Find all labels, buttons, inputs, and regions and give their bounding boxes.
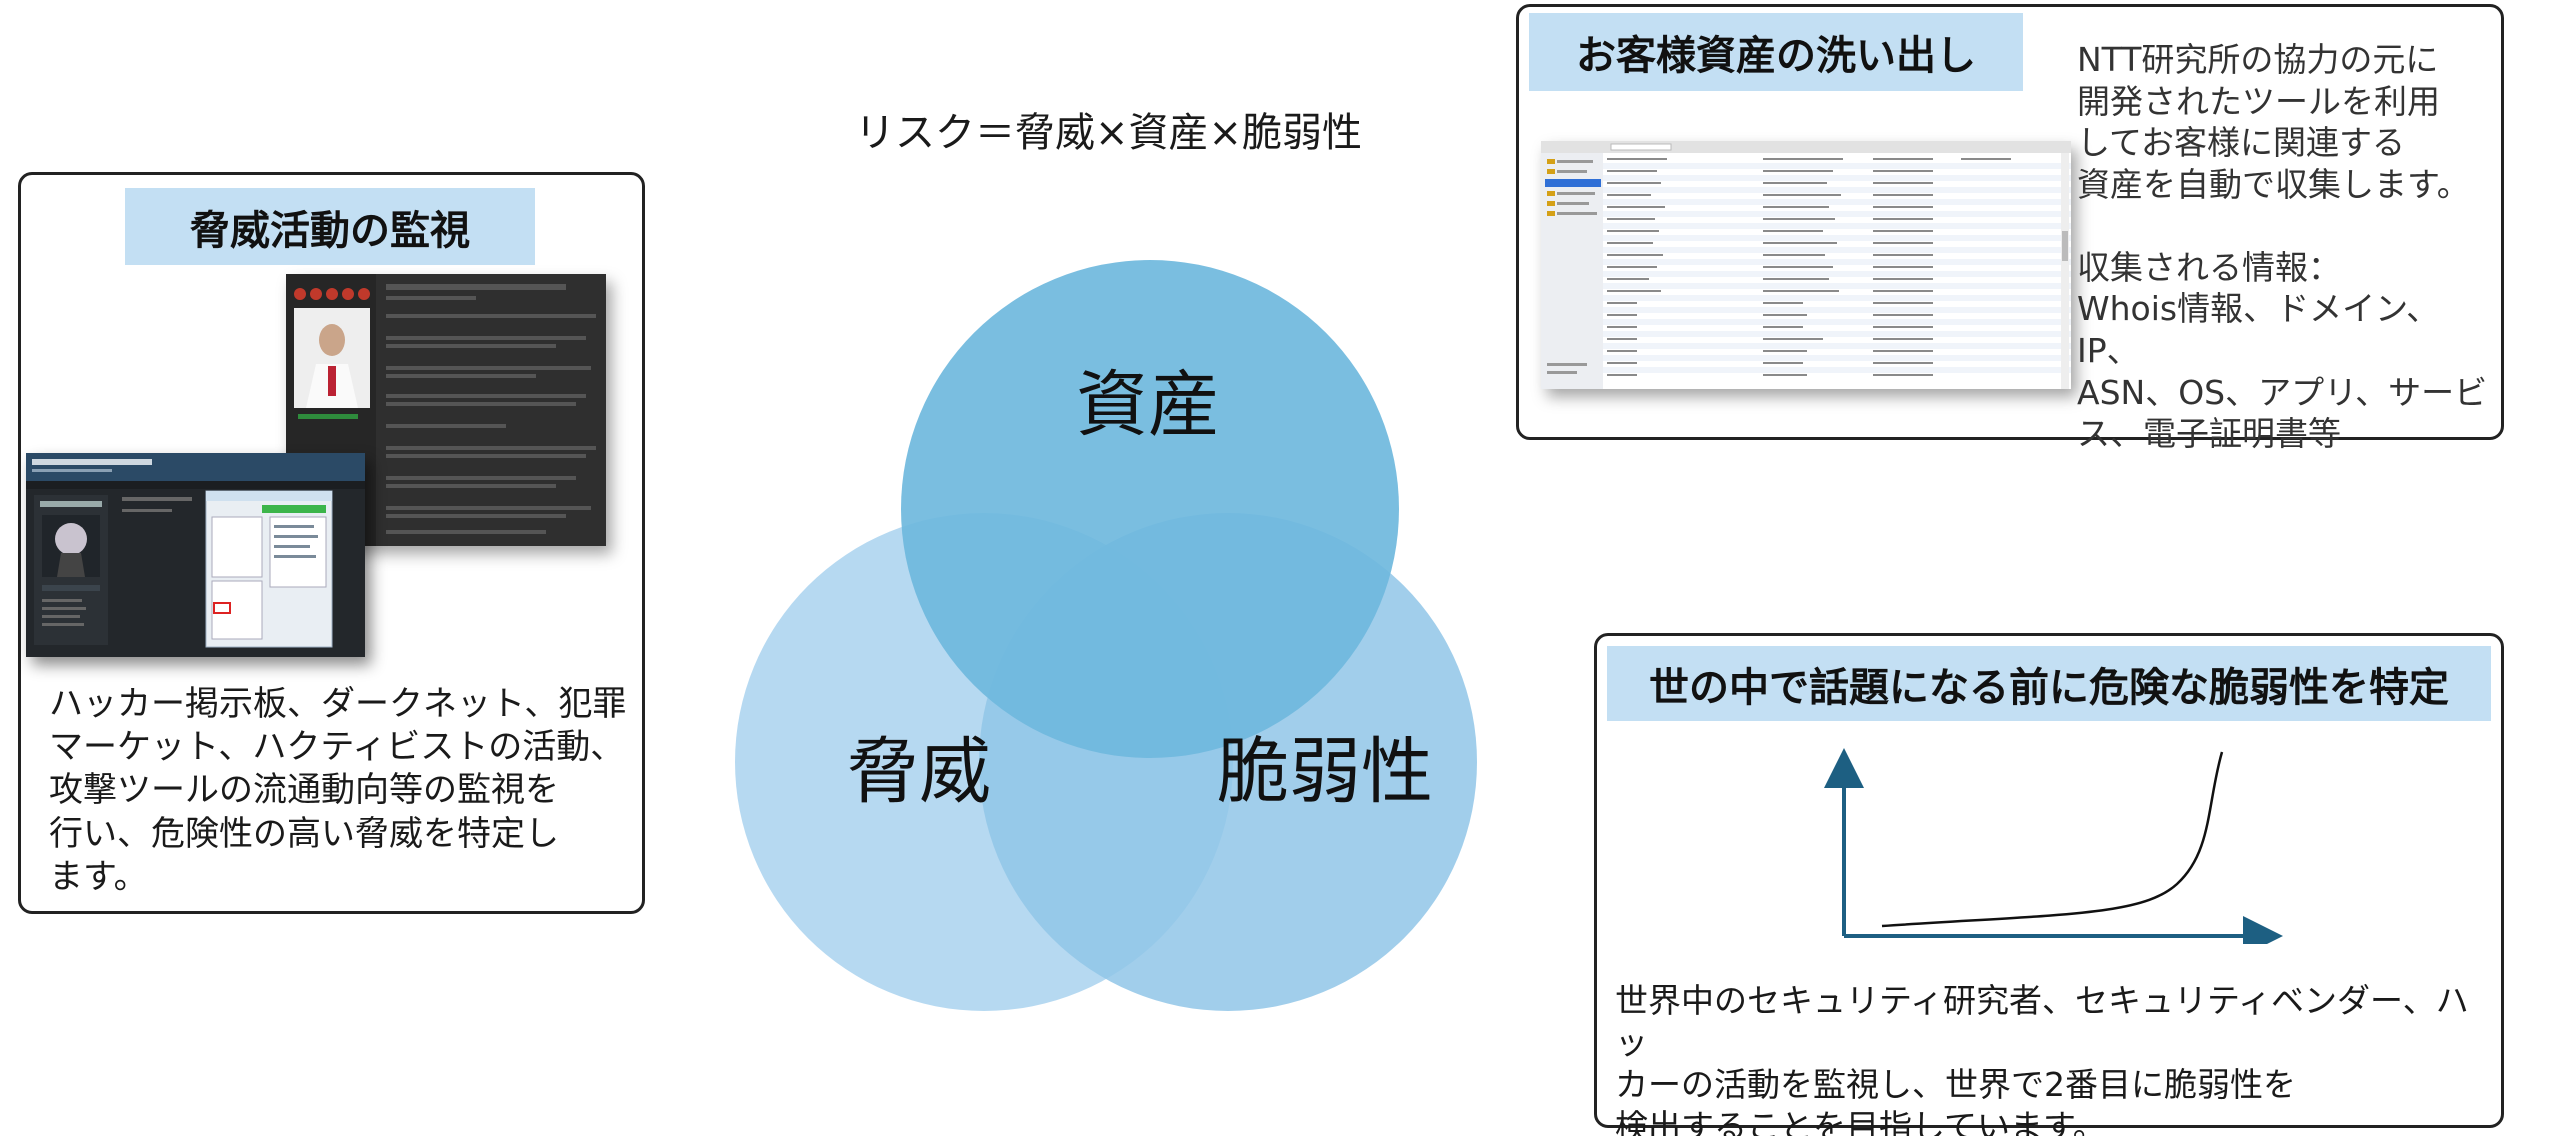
asset-circle (901, 260, 1399, 758)
growth-curve (1881, 751, 2224, 928)
asset-label: 資産 (1076, 363, 1220, 447)
threat-panel-title: 脅威活動の監視 (125, 188, 535, 265)
threat-label: 脅威 (847, 730, 991, 814)
threat-monitoring-panel: 脅威活動の監視 (18, 172, 645, 914)
asset-tool-screenshot (1541, 141, 2071, 389)
asset-discovery-panel: お客様資産の洗い出し (1516, 4, 2504, 453)
threat-panel-description: ハッカー掲示板、ダークネット、犯罪 マーケット、ハクティビストの活動、 攻撃ツー… (49, 684, 627, 897)
exponential-growth-graph (1824, 748, 2283, 944)
asset-panel-title: お客様資産の洗い出し (1529, 13, 2023, 91)
vulnerability-detection-panel: 世の中で話題になる前に危険な脆弱性を特定 世界中のセキュリティ研究者、セキュリテ… (1594, 633, 2504, 1136)
vuln-panel-title: 世の中で話題になる前に危険な脆弱性を特定 (1607, 646, 2491, 721)
asset-panel-description: NTT研究所の協力の元に 開発されたツールを利用 してお客様に関連する 資産を自… (2077, 40, 2488, 454)
vulnerability-label: 脆弱性 (1217, 730, 1433, 814)
vuln-panel-description: 世界中のセキュリティ研究者、セキュリティベンダー、ハッ カーの活動を監視し、世界… (1615, 981, 2469, 1136)
darknet-market-screenshot (26, 453, 365, 657)
risk-formula: リスク＝脅威×資産×脆弱性 (855, 110, 1363, 156)
venn-diagram: 資産 脅威 脆弱性 (735, 260, 1477, 1011)
